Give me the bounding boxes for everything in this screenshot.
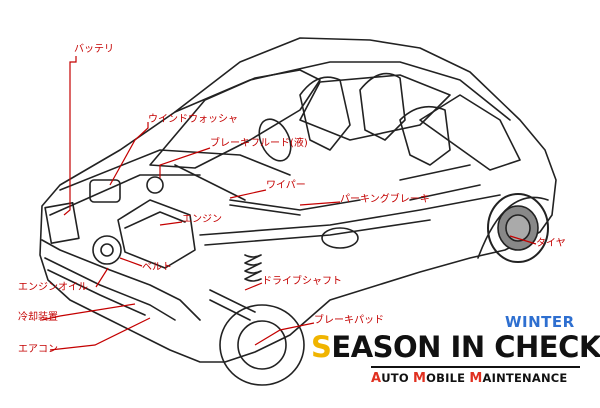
windshield <box>149 69 321 169</box>
side-window <box>299 74 451 141</box>
sub-cap-m1: M <box>413 371 427 386</box>
front-seat <box>299 76 351 151</box>
front-wheel-outer <box>219 304 305 386</box>
leader-coolant <box>41 303 136 321</box>
leader-brake-fluid <box>159 147 211 178</box>
logo-divider <box>371 366 580 368</box>
rear-diff <box>321 227 359 249</box>
front-suspension <box>244 254 262 282</box>
logo-winter: WINTER <box>505 313 575 331</box>
label-parking-brake: パーキングブレーキ <box>340 194 430 205</box>
wiper-blade-1 <box>174 164 246 201</box>
label-wiper: ワイパー <box>266 180 306 191</box>
drive-shaft <box>209 289 256 321</box>
washer-tank <box>89 179 121 203</box>
leader-parking-brake <box>299 201 341 206</box>
sub-cap-a: A <box>371 371 382 386</box>
sub-cap-m2: M <box>469 371 483 386</box>
leader-aircon <box>49 317 151 351</box>
logo-season-rest: EASON IN CHECK <box>331 330 600 364</box>
leader-belt <box>119 257 143 267</box>
leader-washer <box>109 122 149 186</box>
label-washer: ウインドウォッシャ <box>148 114 238 125</box>
rear-seat <box>399 105 451 166</box>
engine-block <box>117 199 196 269</box>
sub-rest-mobile: OBILE <box>426 371 470 385</box>
rear-window <box>419 94 521 171</box>
steering-wheel <box>258 118 292 162</box>
leader-brake-pad <box>254 322 315 346</box>
sub-rest-maintenance: AINTENANCE <box>482 371 568 385</box>
front-wheel-inner <box>237 320 287 370</box>
wiper-blade-2 <box>229 204 301 216</box>
label-belt: ベルト <box>142 262 172 273</box>
car-body-outline <box>39 37 557 363</box>
logo-season-first-letter: S <box>311 330 332 364</box>
label-coolant: 冷却装置 <box>18 312 58 323</box>
rear-wheel-outer <box>487 193 549 263</box>
front-bumper <box>41 239 201 321</box>
label-battery: バッテリ <box>74 44 114 55</box>
label-engine: エンジン <box>182 214 222 225</box>
logo-subtitle: AUTO MOBILE MAINTENANCE <box>371 371 567 386</box>
leader-drive-shaft <box>244 282 263 291</box>
leader-tire <box>509 235 537 245</box>
front-seat-2 <box>359 72 406 141</box>
sub-rest-auto: UTO <box>381 371 414 385</box>
label-drive-shaft: ドライブシャフト <box>262 276 342 287</box>
logo-season-in-check: SEASON IN CHECK <box>311 330 600 364</box>
label-aircon: エアコン <box>18 344 58 355</box>
leader-engine <box>159 221 183 226</box>
label-tire: タイヤ <box>536 238 566 249</box>
label-brake-fluid: ブレーキフルード(液) <box>210 138 308 149</box>
leader-wiper <box>229 189 267 199</box>
battery-box <box>44 202 80 244</box>
leader-battery <box>63 56 77 216</box>
leader-engine-oil <box>95 267 109 288</box>
label-brake-pad: ブレーキパッド <box>314 315 384 326</box>
label-engine-oil: エンジンオイル <box>18 282 88 293</box>
